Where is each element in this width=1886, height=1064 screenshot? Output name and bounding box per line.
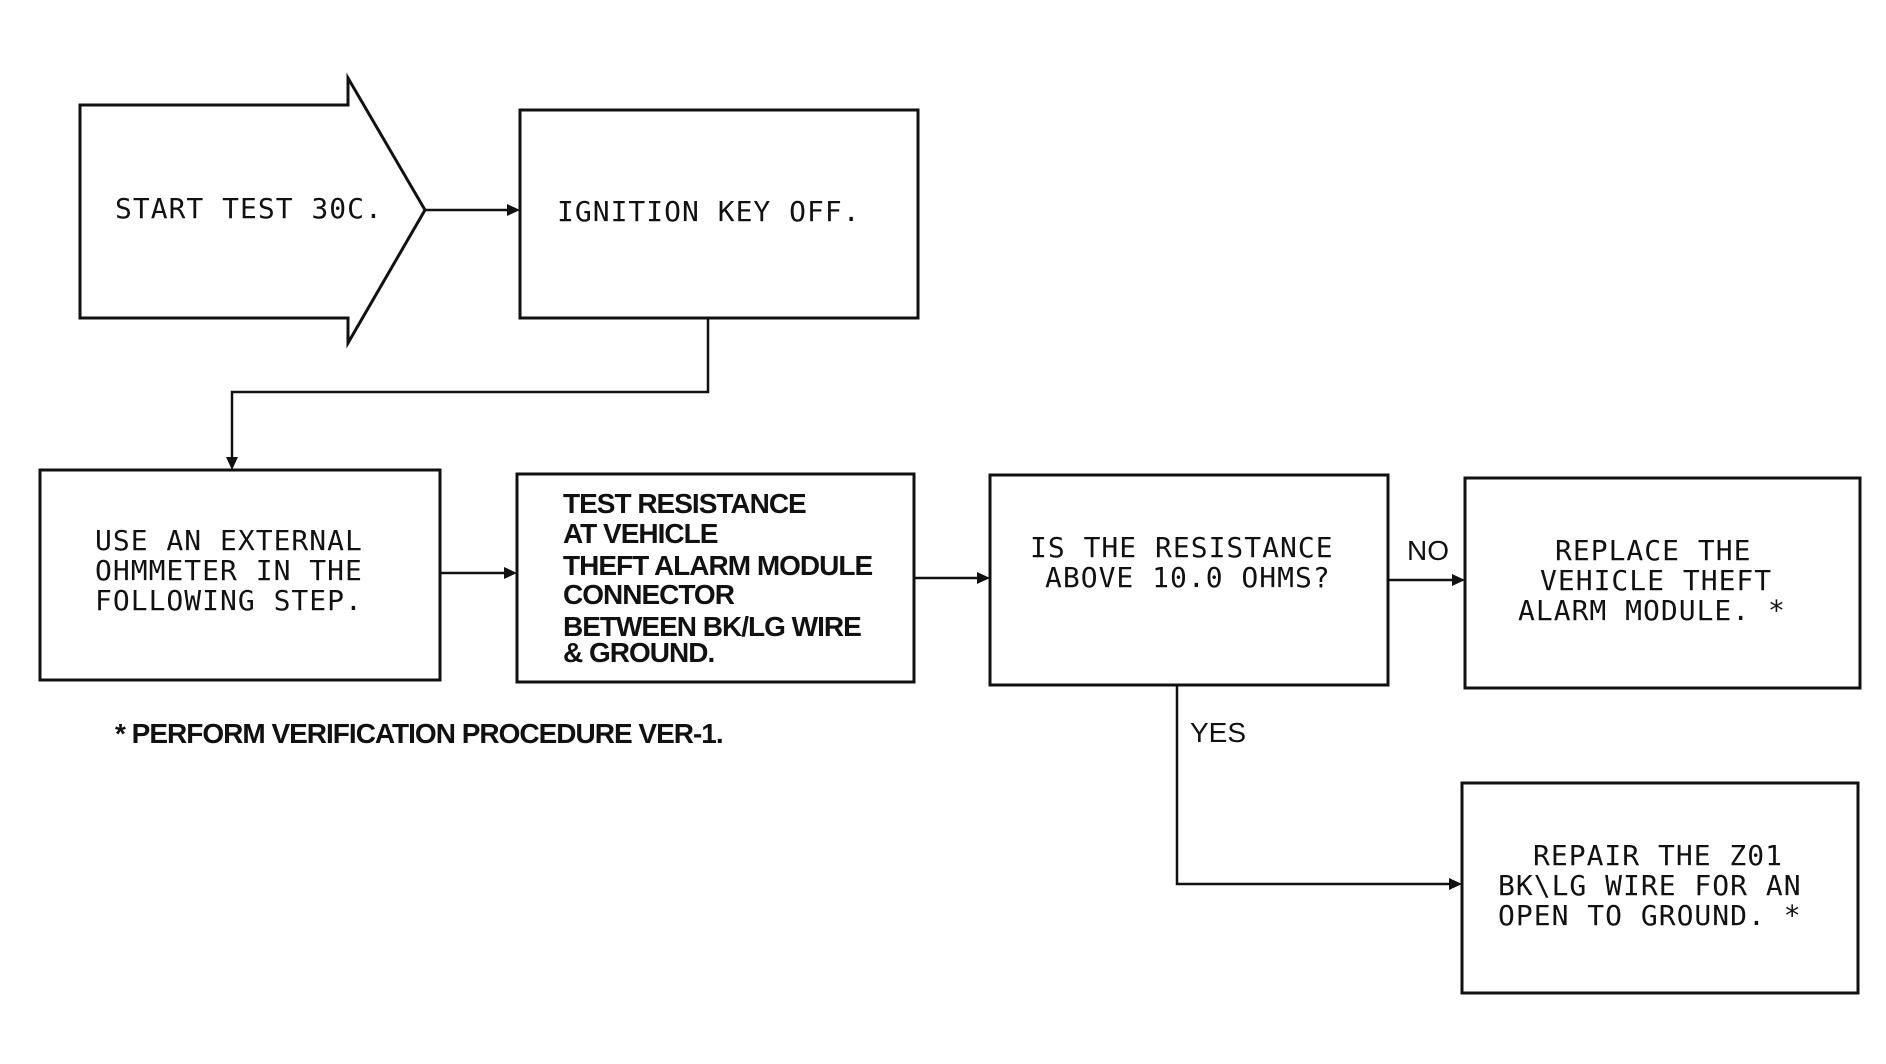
ohmmeter-box [38,468,442,682]
ohmmeter-node-line: USE AN EXTERNAL [95,524,363,557]
decision-node-text: IS THE RESISTANCE ABOVE 10.0 OHMS? [1030,531,1351,594]
test-resistance-node-line: & GROUND. [563,637,714,668]
test-resistance-node-line: AT VEHICLE [563,518,718,549]
arrowhead-replace [1452,574,1465,586]
repair-node-line: BK\LG WIRE FOR AN [1498,869,1802,902]
test-resistance-node-line: THEFT ALARM MODULE [563,550,872,581]
replace-node-line: REPLACE THE [1555,534,1751,567]
repair-node-line: REPAIR THE Z01 [1533,839,1783,872]
edge-label-yes: YES [1190,717,1246,748]
decision-node-line: ABOVE 10.0 OHMS? [1045,561,1331,594]
connector-yes-branch [1175,685,1452,886]
decision-node-line: IS THE RESISTANCE [1030,531,1334,564]
arrowhead-decision [977,572,990,584]
test-resistance-node-line: CONNECTOR [563,579,735,610]
decision-box [988,473,1390,687]
ignition-node-line: IGNITION KEY OFF. [557,195,861,228]
ohmmeter-node-line: FOLLOWING STEP. [95,584,363,617]
start-arrow-shape [78,72,427,349]
start-node-text: START TEST 30C. [115,192,383,225]
ignition-box [518,108,920,320]
replace-node-line: VEHICLE THEFT [1540,564,1772,597]
connector-ignition-to-ohmmeter [230,318,710,460]
repair-node-line: OPEN TO GROUND. * [1498,899,1802,932]
repair-box [1460,781,1860,995]
replace-box [1463,476,1862,690]
ignition-node-text: IGNITION KEY OFF. [557,195,861,228]
edge-label-no: NO [1407,535,1449,566]
test-resistance-node-line: BETWEEN BK/LG WIRE [563,611,861,642]
ohmmeter-node-text: USE AN EXTERNAL OHMMETER IN THE FOLLOWIN… [95,524,381,617]
test-resistance-box [515,472,916,684]
replace-node-text: REPLACE THE VEHICLE THEFT ALARM MODULE. … [1518,534,1790,627]
test-resistance-node-line: TEST RESISTANCE [563,488,806,519]
ohmmeter-node-line: OHMMETER IN THE [95,554,363,587]
repair-node-text: REPAIR THE Z01 BK\LG WIRE FOR AN OPEN TO… [1498,839,1819,932]
arrowhead-test [504,567,517,579]
test-resistance-node-text: TEST RESISTANCE AT VEHICLE THEFT ALARM M… [563,488,879,668]
arrowhead-ignition [507,204,520,216]
start-node-line: START TEST 30C. [115,192,383,225]
replace-node-line: ALARM MODULE. * [1518,594,1786,627]
arrowhead-ohmmeter [226,457,238,470]
footnote: * PERFORM VERIFICATION PROCEDURE VER-1. [115,718,723,749]
arrowhead-repair [1449,878,1462,890]
